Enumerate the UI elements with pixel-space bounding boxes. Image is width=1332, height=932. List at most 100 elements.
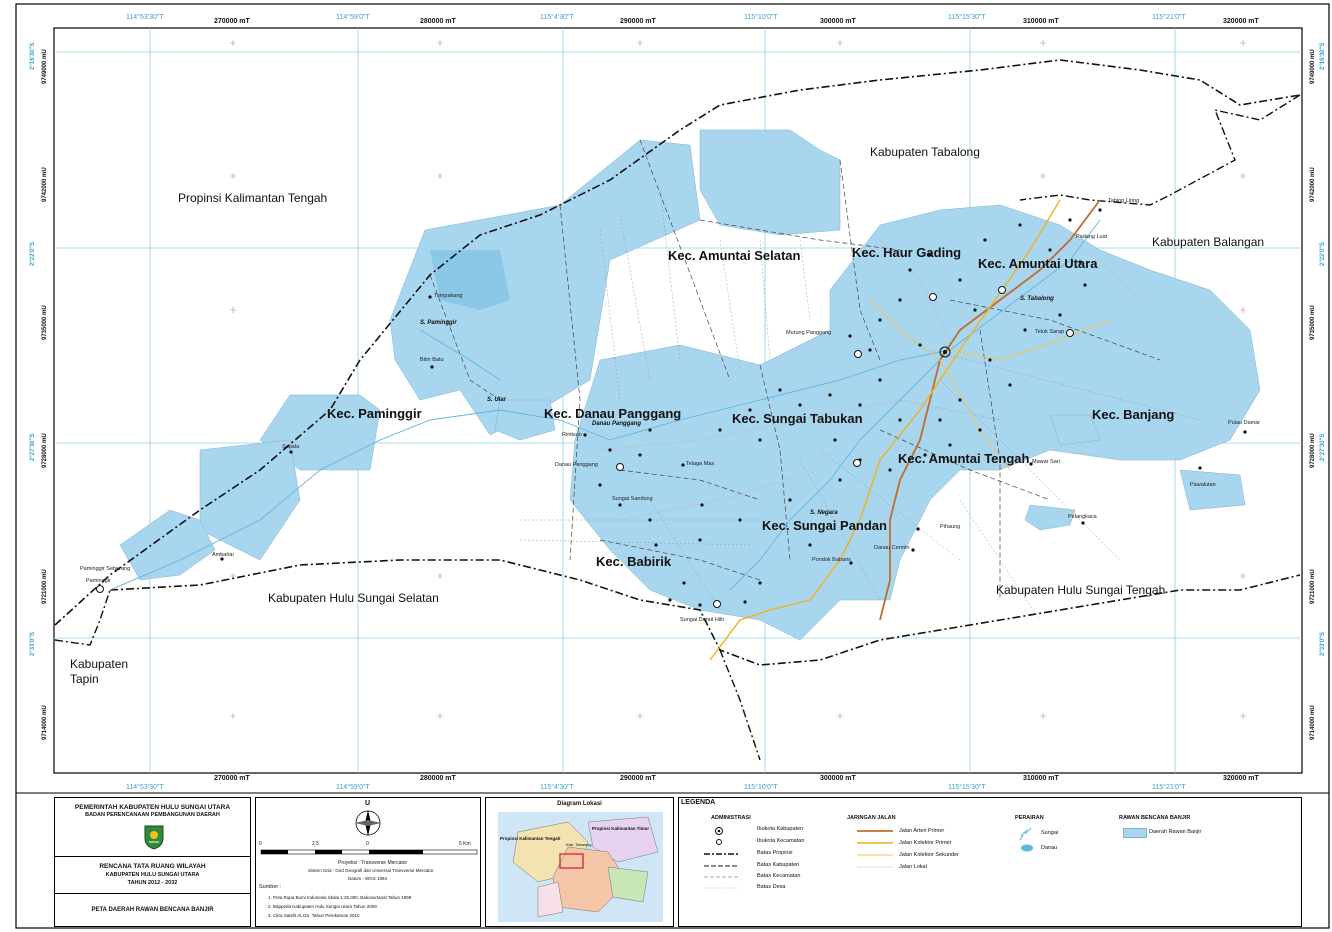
title-org-2: BADAN PERENCANAAN PEMBANGUNAN DAERAH: [85, 812, 220, 818]
label-lake-danau-panggang: Danau Panggang: [592, 421, 642, 427]
label-village-sapala: Sapala: [282, 444, 300, 450]
desa-boundaries: [519, 189, 1201, 621]
grid-top-m-2: 280000 mT: [420, 18, 456, 25]
road-arteri-primer: [879, 199, 1101, 621]
label-village-mawar-sari: Mawar Sari: [1032, 459, 1060, 465]
grid-top-deg-2: 114°59'0"T: [336, 14, 370, 21]
label-kab-balangan: Kabupaten Balangan: [1152, 235, 1265, 249]
label-kec-sungai-pandan: Kec. Sungai Pandan: [762, 518, 887, 533]
label-river-tabalong: S. Tabalong: [1020, 296, 1054, 302]
grid-left-m-4: 9728000 mU: [42, 433, 48, 468]
grid-top-deg-5: 115°15'30"T: [948, 14, 986, 21]
legend-jalan-kolektor-primer: Jalan Kolektor Primer: [899, 840, 952, 846]
label-kec-haur-gading: Kec. Haur Gading: [852, 245, 962, 260]
legend-flood-heading: RAWAN BENCANA BANJIR: [1119, 815, 1191, 821]
scale-bar: [260, 849, 478, 855]
label-prov-kalteng: Propinsi Kalimantan Tengah: [178, 191, 328, 205]
grid-right-deg-4: 2°33'0"S: [1320, 631, 1326, 656]
legend-ibukota-kabupaten: Ibukota Kabupaten: [757, 826, 804, 832]
grid-right-m-1: 9749000 mU: [1310, 49, 1316, 84]
grid-bot-m-4: 300000 mT: [820, 775, 856, 782]
legend-jalan-kolektor-sekunder: Jalan Kolektor Sekunder: [899, 852, 959, 858]
grid-bot-deg-6: 115°21'0"T: [1152, 784, 1186, 791]
boundary-east: [1019, 94, 1301, 206]
grid-right-m-5: 9721000 mU: [1310, 569, 1316, 604]
inset-label-kalteng: Propinsi Kalimantan Tengah: [500, 836, 561, 841]
grid-top-deg-3: 115°4'30"T: [540, 14, 574, 21]
projection-2: Sistem Grid : Grid Geografi dan Universa…: [308, 868, 434, 873]
label-kec-babirik: Kec. Babirik: [596, 554, 672, 569]
source-2: 2. Bappeda Kabupaten Hulu Sungai Utara T…: [268, 904, 377, 909]
label-kec-sungai-tabukan: Kec. Sungai Tabukan: [732, 411, 863, 426]
label-village-pihaung: Pihaung: [940, 524, 961, 530]
boundary-north: [54, 59, 1301, 626]
inset-label-tabalong: Kab. Tabalong: [566, 842, 592, 847]
title-plan-1: RENCANA TATA RUANG WILAYAH: [99, 863, 206, 870]
lake-area: [430, 250, 510, 310]
grid-right-m-6: 9714000 mU: [1310, 705, 1316, 740]
label-village-danau-cermin: Danau Cermin: [874, 545, 910, 551]
boundary-southwest: [54, 589, 761, 761]
label-village-pondok-babaris: Pondok Babaris: [812, 557, 851, 563]
road-lokal: [599, 219, 1141, 521]
flood-areas: [119, 129, 1261, 641]
legend-batas-desa: Batas Desa: [757, 884, 786, 890]
grid-right-m-4: 9728000 mU: [1310, 433, 1316, 468]
kabupaten-capital: [939, 346, 951, 358]
label-village-sungai-durait: Sungai Durait Hilir: [680, 617, 725, 623]
village-points: [220, 208, 1247, 607]
label-kec-amuntai-tengah: Kec. Amuntai Tengah: [898, 451, 1030, 466]
grid-top-deg-6: 115°21'0"T: [1152, 14, 1186, 21]
label-river-ular: S. Ular: [487, 397, 507, 403]
label-kec-paminggir: Kec. Paminggir: [327, 406, 422, 421]
grid-left-m-6: 9714000 mU: [42, 705, 48, 740]
label-village-paminggir-seberang: Paminggir Seberang: [80, 566, 131, 572]
scale-tick-0b: 0: [366, 841, 369, 847]
label-village-tabing-liring: Tabing Liring: [1108, 198, 1140, 204]
legend-batas-propinsi: Batas Propinsi: [757, 850, 793, 856]
legend-ibukota-kecamatan: Ibukota Kecamatan: [757, 838, 805, 844]
label-kab-hst: Kabupaten Hulu Sungai Tengah: [996, 583, 1166, 597]
grid-top-m-6: 320000 mT: [1223, 18, 1259, 25]
grid-right-m-3: 9735000 mU: [1310, 305, 1316, 340]
title-plan-3: TAHUN 2012 - 2032: [127, 880, 178, 886]
grid-top-m-1: 270000 mT: [214, 18, 250, 25]
legend-water-heading: PERAIRAN: [1015, 815, 1044, 821]
label-village-paminggir: Paminggir: [86, 578, 111, 584]
label-river-negara: S. Negara: [810, 510, 838, 516]
label-kab-tapin-1: Kabupaten: [70, 657, 129, 671]
title-block: PEMERINTAH KABUPATEN HULU SUNGAI UTARA B…: [54, 797, 251, 927]
scale-tick-5km: 5 Km: [459, 841, 471, 847]
grid-bot-m-1: 270000 mT: [214, 775, 250, 782]
boundary-south: [109, 559, 1301, 666]
grid-left-m-3: 9735000 mU: [42, 305, 48, 340]
scale-block: U 0 2.5 0 5 Km Proyeksi : Transverse Mer…: [255, 797, 481, 927]
grid-right-deg-1: 2°16'30"S: [1320, 42, 1326, 70]
legend-flood-swatch: [1123, 828, 1147, 838]
label-river-paminggir: S. Paminggir: [420, 320, 457, 326]
label-kec-amuntai-utara: Kec. Amuntai Utara: [978, 256, 1098, 271]
location-inset: Diagram Lokasi Propinsi Kalimantan Timur…: [485, 797, 674, 927]
grid-bot-m-3: 290000 mT: [620, 775, 656, 782]
source-3: 3. Citra Satelit ALOS, Tahun Perekaman 2…: [268, 913, 360, 918]
grid-left-deg-3: 2°27'30"S: [30, 433, 36, 461]
grid-left-deg-2: 2°22'0"S: [30, 241, 36, 266]
label-village-murung-panggang: Murung Panggang: [786, 330, 832, 336]
compass-rose-icon: [355, 810, 381, 836]
label-kec-amuntai-selatan: Kec. Amuntai Selatan: [668, 248, 801, 263]
label-village-tampakang: Tampakang: [434, 293, 463, 299]
scale-tick-2-5: 2.5: [312, 841, 319, 847]
label-village-danau-panggang: Danau Panggang: [555, 462, 598, 468]
grid-top-m-5: 310000 mT: [1023, 18, 1059, 25]
label-village-pulau-damar: Pulau Damar: [1228, 420, 1261, 426]
label-kab-hss: Kabupaten Hulu Sungai Selatan: [268, 591, 439, 605]
kecamatan-boundaries: [429, 139, 1161, 600]
label-kab-tapin-2: Tapin: [70, 672, 99, 686]
label-kab-tabalong: Kabupaten Tabalong: [870, 145, 980, 159]
source-heading: Sumber :: [259, 884, 282, 890]
grid-right-m-2: 9742000 mU: [1310, 167, 1316, 202]
grid-left-deg-4: 2°33'0"S: [30, 631, 36, 656]
grid-left-m-2: 9742000 mU: [42, 167, 48, 202]
grid-right-deg-3: 2°27'30"S: [1320, 433, 1326, 461]
legend-batas-kecamatan: Batas Kecamatan: [757, 873, 801, 879]
